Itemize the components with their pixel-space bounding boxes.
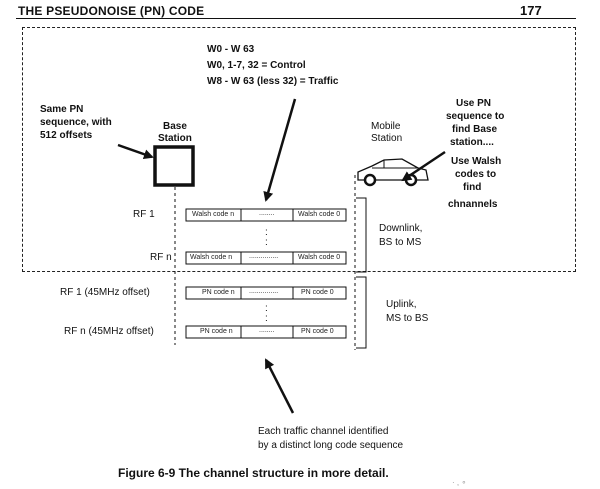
same-pn-note-line3: 512 offsets [40, 130, 93, 141]
downlink-bracket [356, 197, 367, 273]
downlink-rfn-walsh-0: Walsh code 0 [298, 254, 341, 261]
uplink-rfn-dots: ........ [259, 327, 275, 334]
use-pn-note-line8: chnannels [448, 199, 498, 210]
uplink-rf1-pn-0: PN code 0 [301, 289, 334, 296]
walsh-range-label: W0 - W 63 [207, 44, 255, 55]
uplink-row-rf1 [185, 286, 347, 300]
use-pn-note-line7: find [463, 182, 482, 193]
page-number: 177 [520, 3, 542, 18]
downlink-label-line1: Downlink, [379, 223, 423, 234]
downlink-rf1-walsh-0: Walsh code 0 [298, 211, 341, 218]
use-pn-note-line2: sequence to [446, 111, 505, 122]
mobile-station-label-line1: Mobile [371, 121, 401, 132]
uplink-vdots-1: : [265, 303, 268, 314]
downlink-rf1-label: RF 1 [133, 209, 155, 220]
downlink-rf1-dots: ........ [259, 210, 275, 217]
traffic-note-line2: by a distinct long code sequence [258, 440, 404, 451]
mobile-station-label-line2: Station [371, 133, 403, 144]
use-pn-note-line6: codes to [455, 169, 497, 180]
downlink-rf1-walsh-n: Walsh code n [192, 211, 235, 218]
faint-mark: · , ∘ [452, 478, 467, 487]
walsh-note-arrow [263, 98, 297, 202]
use-pn-arrow [401, 150, 446, 182]
uplink-rfn-pn-0: PN code 0 [301, 328, 334, 335]
base-station-label-line1: Base [163, 121, 187, 132]
same-pn-arrow [117, 143, 154, 160]
downlink-rfn-dots: ............... [249, 253, 279, 260]
downlink-row-rf1 [185, 208, 347, 222]
downlink-label-line2: BS to MS [379, 237, 422, 248]
walsh-control-label: W0, 1-7, 32 = Control [207, 60, 306, 71]
base-station-label-line2: Station [158, 133, 192, 144]
traffic-note-arrow [264, 358, 295, 414]
use-pn-note-line4: station.... [450, 137, 494, 148]
use-pn-note-line5: Use Walsh [451, 156, 502, 167]
uplink-rfn-label: RF n (45MHz offset) [64, 326, 154, 337]
downlink-vdots-2: : [265, 237, 268, 248]
downlink-dashed-enclosure [22, 27, 576, 272]
header-rule [16, 18, 576, 19]
same-pn-note-line1: Same PN [40, 104, 84, 115]
running-header-title: THE PSEUDONOISE (PN) CODE [18, 4, 205, 18]
use-pn-note-line3: find Base [452, 124, 498, 135]
uplink-rf1-pn-n: PN code n [202, 289, 235, 296]
downlink-vdots-1: : [265, 227, 268, 238]
uplink-label-line2: MS to BS [386, 313, 429, 324]
uplink-label-line1: Uplink, [386, 299, 417, 310]
use-pn-note-line1: Use PN [456, 98, 492, 109]
same-pn-note-line2: sequence, with [40, 117, 112, 128]
mobile-station-car-icon [357, 158, 429, 187]
uplink-vdots-2: : [265, 313, 268, 324]
uplink-rfn-pn-n: PN code n [200, 328, 233, 335]
uplink-row-rfn [185, 325, 347, 339]
uplink-bracket [356, 276, 367, 349]
walsh-traffic-label: W8 - W 63 (less 32) = Traffic [207, 76, 339, 87]
base-station-icon [153, 145, 195, 187]
uplink-rf1-label: RF 1 (45MHz offset) [60, 287, 150, 298]
downlink-row-rfn [185, 251, 347, 265]
figure-caption: Figure 6-9 The channel structure in more… [118, 466, 389, 480]
downlink-rfn-walsh-n: Walsh code n [190, 254, 233, 261]
traffic-note-line1: Each traffic channel identified [258, 426, 389, 437]
uplink-rf1-dots: ............... [249, 288, 279, 295]
downlink-rfn-label: RF n [150, 252, 172, 263]
